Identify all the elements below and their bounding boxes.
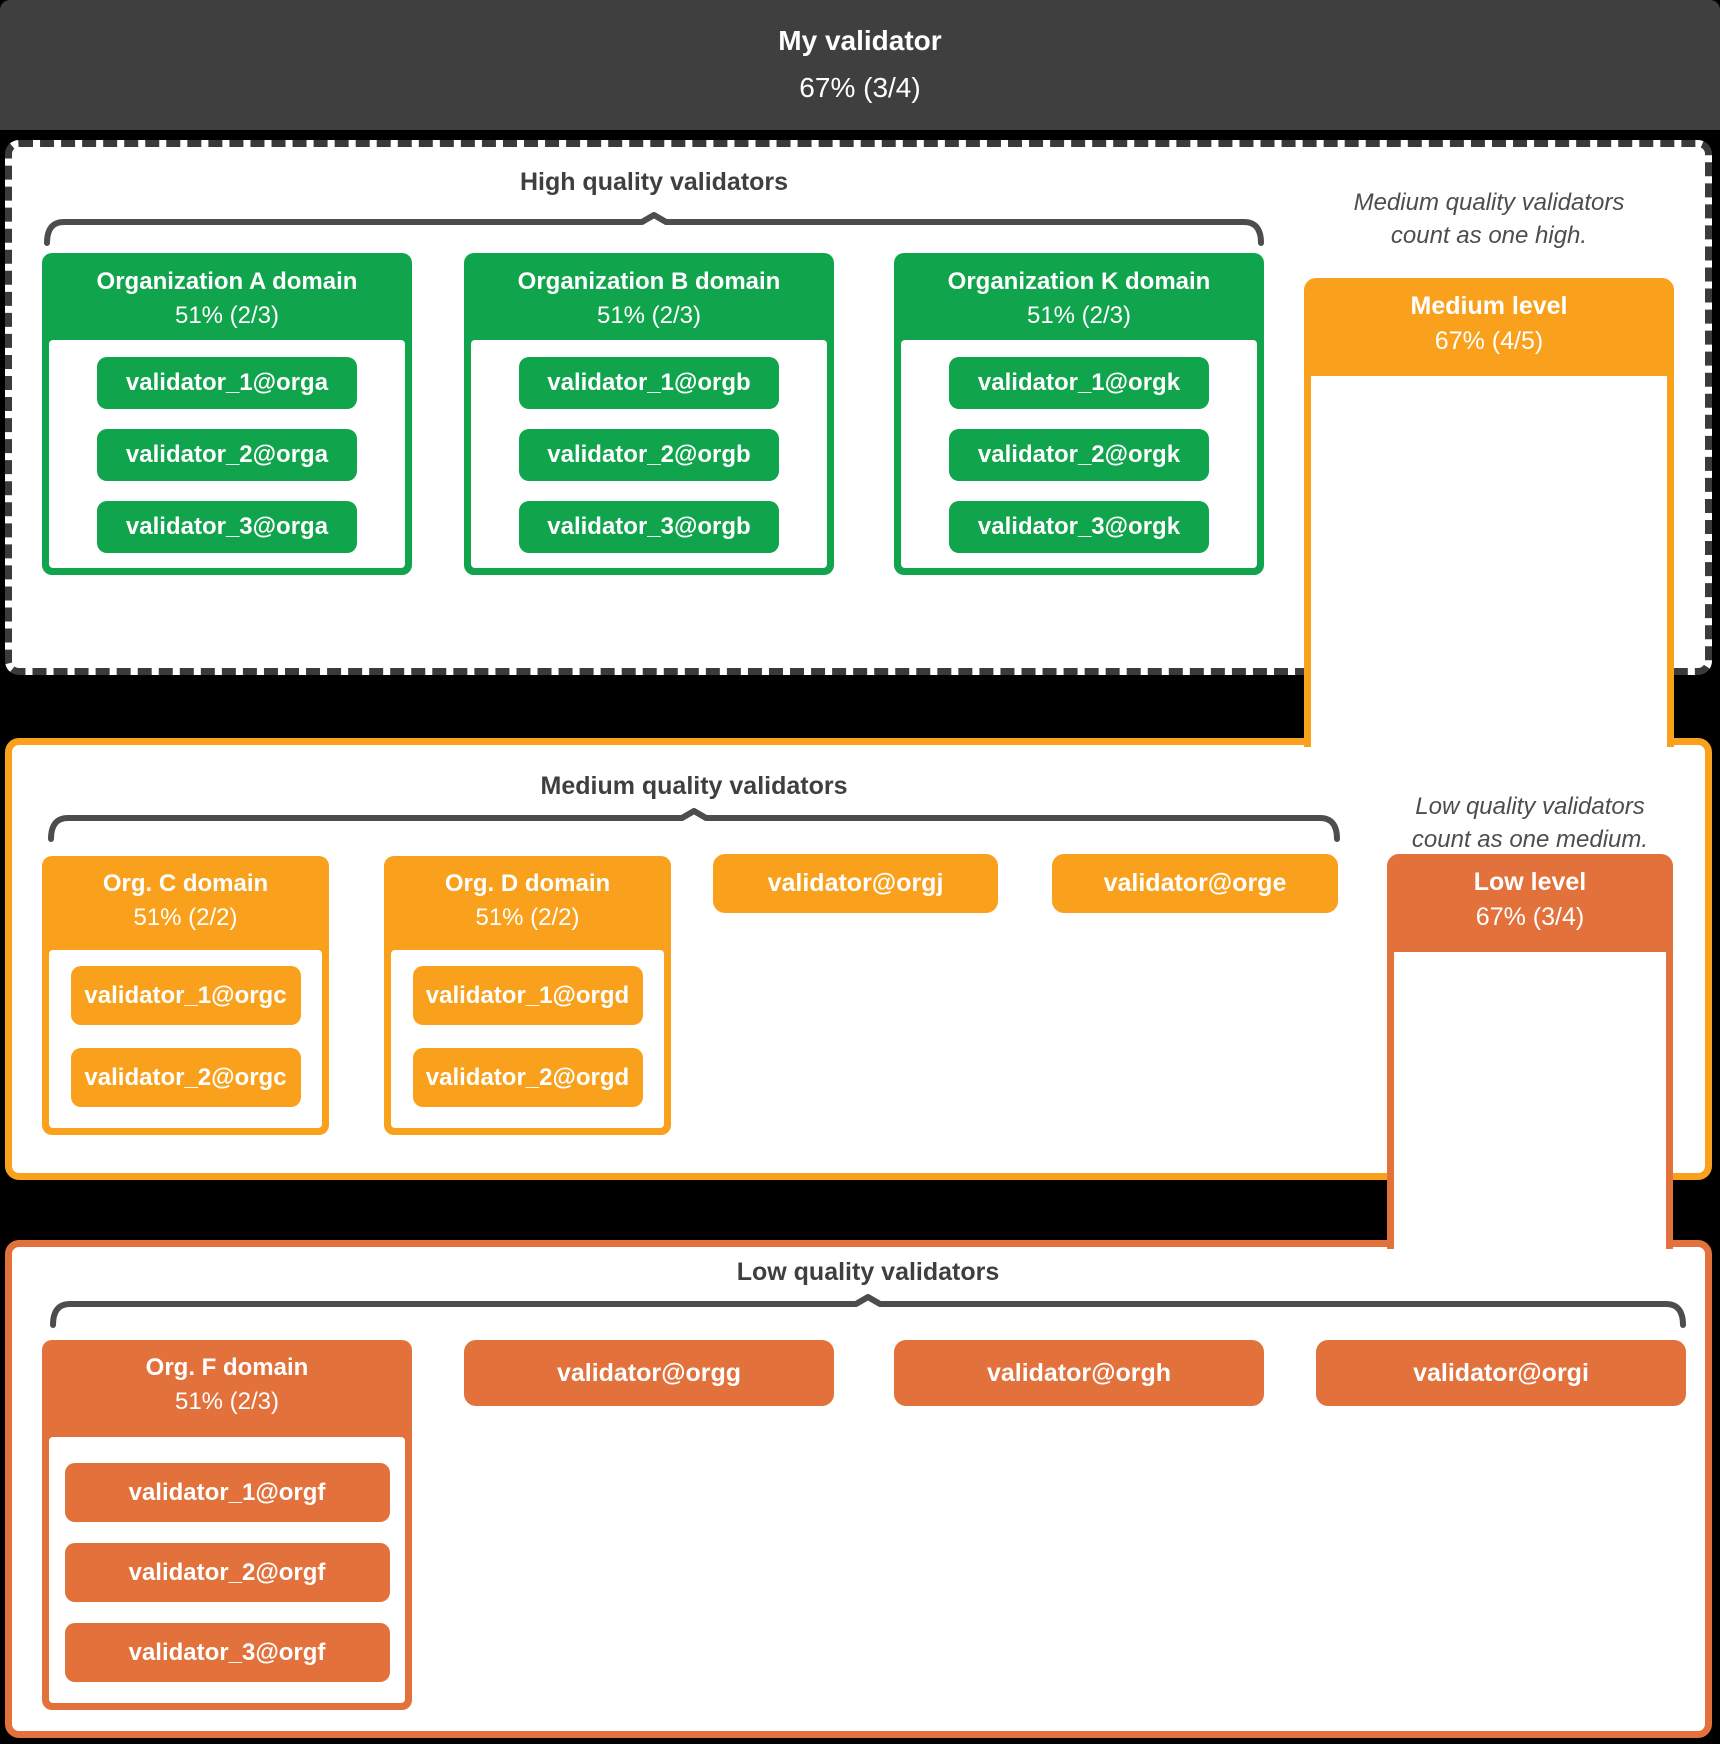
validator-pill-orgi: validator@orgi [1316, 1340, 1686, 1406]
low-level-body [1394, 952, 1666, 1249]
medium-level-title: Medium level [1410, 292, 1568, 320]
validator-pill: validator_1@orgb [519, 357, 779, 409]
validator-pill-orgg: validator@orgg [464, 1340, 834, 1406]
low-count-note-line1: Low quality validators [1415, 793, 1645, 820]
org-body: validator_1@orgd validator_2@orgd [391, 950, 664, 1128]
validator-pill: validator_3@orgf [64, 1623, 390, 1682]
org-title: Organization A domain [96, 268, 358, 295]
medium-count-note: Medium quality validators count as one h… [1294, 186, 1684, 252]
org-body: validator_1@orgb validator_2@orgb valida… [471, 340, 827, 568]
low-section-label: Low quality validators [736, 1258, 1000, 1286]
low-level-box: Low level 67% (3/4) [1387, 854, 1673, 1249]
validator-pill-orge: validator@orge [1052, 854, 1338, 913]
medium-count-note-line1: Medium quality validators [1353, 189, 1625, 216]
validator-pill: validator_1@orga [97, 357, 357, 409]
org-body: validator_1@orgk validator_2@orgk valida… [901, 340, 1257, 568]
org-quorum: 51% (2/2) [475, 904, 580, 931]
medium-level-quorum: 67% (4/5) [1434, 327, 1544, 355]
org-title: Org. D domain [444, 870, 611, 897]
my-validator-quorum: 67% (3/4) [799, 72, 921, 103]
org-title: Org. F domain [145, 1354, 309, 1381]
validator-pill: validator_2@orga [97, 429, 357, 481]
low-brace [50, 1294, 1686, 1328]
org-box-orgk: Organization K domain 51% (2/3) validato… [894, 253, 1264, 575]
low-count-note-line2: count as one medium. [1411, 826, 1649, 853]
medium-count-note-line2: count as one high. [1390, 222, 1588, 249]
low-level-title: Low level [1473, 868, 1587, 896]
high-section-label: High quality validators [519, 168, 789, 196]
org-box-orgd: Org. D domain 51% (2/2) validator_1@orgd… [384, 856, 671, 1135]
org-box-orgb: Organization B domain 51% (2/3) validato… [464, 253, 834, 575]
medium-level-box: Medium level 67% (4/5) [1304, 278, 1674, 747]
validator-pill: validator_2@orgc [70, 1048, 301, 1107]
medium-section-label: Medium quality validators [540, 772, 848, 800]
validator-pill: validator_3@orgb [519, 501, 779, 553]
validator-pill: validator_2@orgd [412, 1048, 643, 1107]
validator-pill: validator_1@orgk [949, 357, 1209, 409]
org-quorum: 51% (2/3) [174, 1388, 280, 1415]
org-box-orgc: Org. C domain 51% (2/2) validator_1@orgc… [42, 856, 329, 1135]
org-title: Organization B domain [517, 268, 781, 295]
my-validator-header: My validator 67% (3/4) [0, 0, 1720, 130]
org-title: Org. C domain [102, 870, 269, 897]
org-body: validator_1@orga validator_2@orga valida… [49, 340, 405, 568]
low-level-quorum: 67% (3/4) [1475, 903, 1585, 931]
validator-pill: validator_1@orgd [412, 966, 643, 1025]
medium-level-body [1311, 376, 1667, 747]
low-count-note: Low quality validators count as one medi… [1377, 790, 1683, 856]
validator-pill: validator_1@orgc [70, 966, 301, 1025]
validator-pill-orgh: validator@orgh [894, 1340, 1264, 1406]
org-quorum: 51% (2/3) [596, 302, 702, 329]
org-box-orgf: Org. F domain 51% (2/3) validator_1@orgf… [42, 1340, 412, 1710]
org-body: validator_1@orgf validator_2@orgf valida… [49, 1437, 405, 1703]
validator-pill: validator_2@orgf [64, 1543, 390, 1602]
validator-pill: validator_2@orgb [519, 429, 779, 481]
org-quorum: 51% (2/3) [1026, 302, 1132, 329]
validator-pill: validator_3@orgk [949, 501, 1209, 553]
org-quorum: 51% (2/3) [174, 302, 280, 329]
validator-pill: validator_2@orgk [949, 429, 1209, 481]
validator-pill: validator_3@orga [97, 501, 357, 553]
high-brace [44, 212, 1264, 246]
org-box-orga: Organization A domain 51% (2/3) validato… [42, 253, 412, 575]
org-body: validator_1@orgc validator_2@orgc [49, 950, 322, 1128]
org-title: Organization K domain [947, 268, 1211, 295]
validator-pill-orgj: validator@orgj [713, 854, 998, 913]
org-quorum: 51% (2/2) [133, 904, 238, 931]
validator-pill: validator_1@orgf [64, 1463, 390, 1522]
medium-brace [48, 808, 1340, 842]
my-validator-title: My validator [778, 25, 942, 56]
